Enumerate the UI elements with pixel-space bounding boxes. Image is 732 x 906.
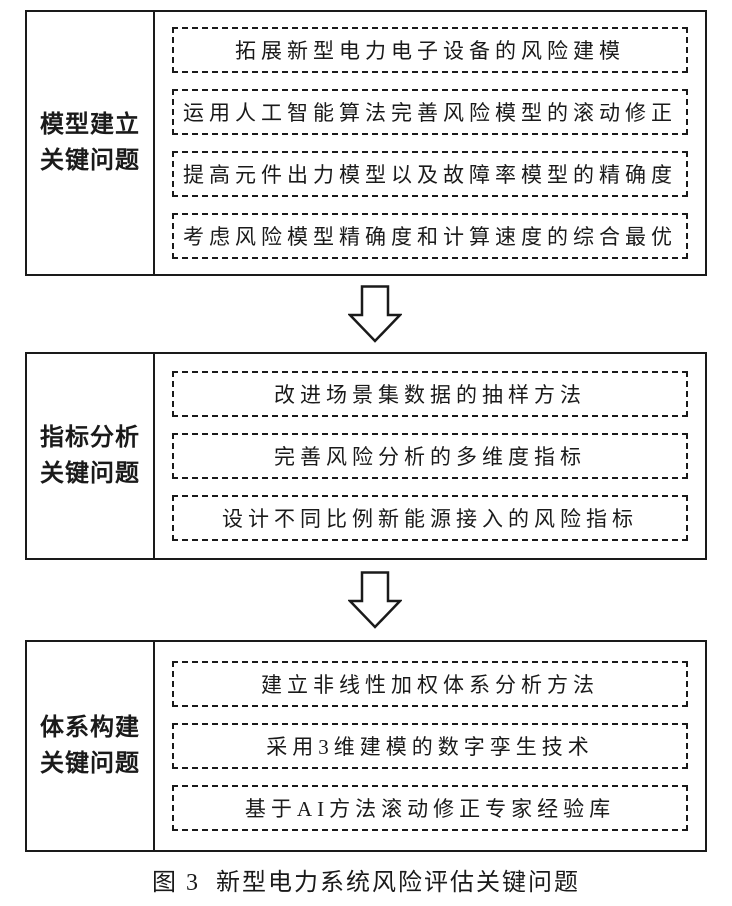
- section-model-building: 模型建立 关键问题 拓展新型电力电子设备的风险建模 运用人工智能算法完善风险模型…: [25, 10, 707, 276]
- down-arrow-icon: [348, 285, 402, 343]
- section-label-line: 指标分析: [40, 424, 140, 451]
- item-box: 运用人工智能算法完善风险模型的滚动修正: [172, 89, 688, 135]
- section-indicator-analysis: 指标分析 关键问题 改进场景集数据的抽样方法 完善风险分析的多维度指标 设计不同…: [25, 352, 707, 560]
- section-label-model-building: 模型建立 关键问题: [27, 12, 155, 274]
- item-box: 设计不同比例新能源接入的风险指标: [172, 495, 688, 541]
- section-items-system-construction: 建立非线性加权体系分析方法 采用3维建模的数字孪生技术 基于AI方法滚动修正专家…: [155, 642, 705, 850]
- section-label-line: 关键问题: [40, 460, 140, 487]
- section-label-line: 模型建立: [40, 111, 140, 138]
- section-label-line: 关键问题: [40, 750, 140, 777]
- section-system-construction: 体系构建 关键问题 建立非线性加权体系分析方法 采用3维建模的数字孪生技术 基于…: [25, 640, 707, 852]
- figure-caption-text: 新型电力系统风险评估关键问题: [216, 869, 580, 896]
- section-label-line: 关键问题: [40, 147, 140, 174]
- section-label-system-construction: 体系构建 关键问题: [27, 642, 155, 850]
- item-box: 采用3维建模的数字孪生技术: [172, 723, 688, 769]
- down-arrow-icon: [348, 571, 402, 629]
- section-label-indicator-analysis: 指标分析 关键问题: [27, 354, 155, 558]
- item-box: 提高元件出力模型以及故障率模型的精确度: [172, 151, 688, 197]
- section-items-indicator-analysis: 改进场景集数据的抽样方法 完善风险分析的多维度指标 设计不同比例新能源接入的风险…: [155, 354, 705, 558]
- item-box: 完善风险分析的多维度指标: [172, 433, 688, 479]
- item-box: 建立非线性加权体系分析方法: [172, 661, 688, 707]
- flow-connector: [0, 276, 732, 352]
- item-box: 考虑风险模型精确度和计算速度的综合最优: [172, 213, 688, 259]
- flow-connector: [0, 560, 732, 640]
- section-items-model-building: 拓展新型电力电子设备的风险建模 运用人工智能算法完善风险模型的滚动修正 提高元件…: [155, 12, 705, 274]
- item-box: 拓展新型电力电子设备的风险建模: [172, 27, 688, 73]
- section-label-line: 体系构建: [40, 714, 140, 741]
- figure-caption: 图 3 新型电力系统风险评估关键问题: [0, 852, 732, 906]
- figure-caption-number: 图 3: [152, 869, 200, 896]
- item-box: 基于AI方法滚动修正专家经验库: [172, 785, 688, 831]
- item-box: 改进场景集数据的抽样方法: [172, 371, 688, 417]
